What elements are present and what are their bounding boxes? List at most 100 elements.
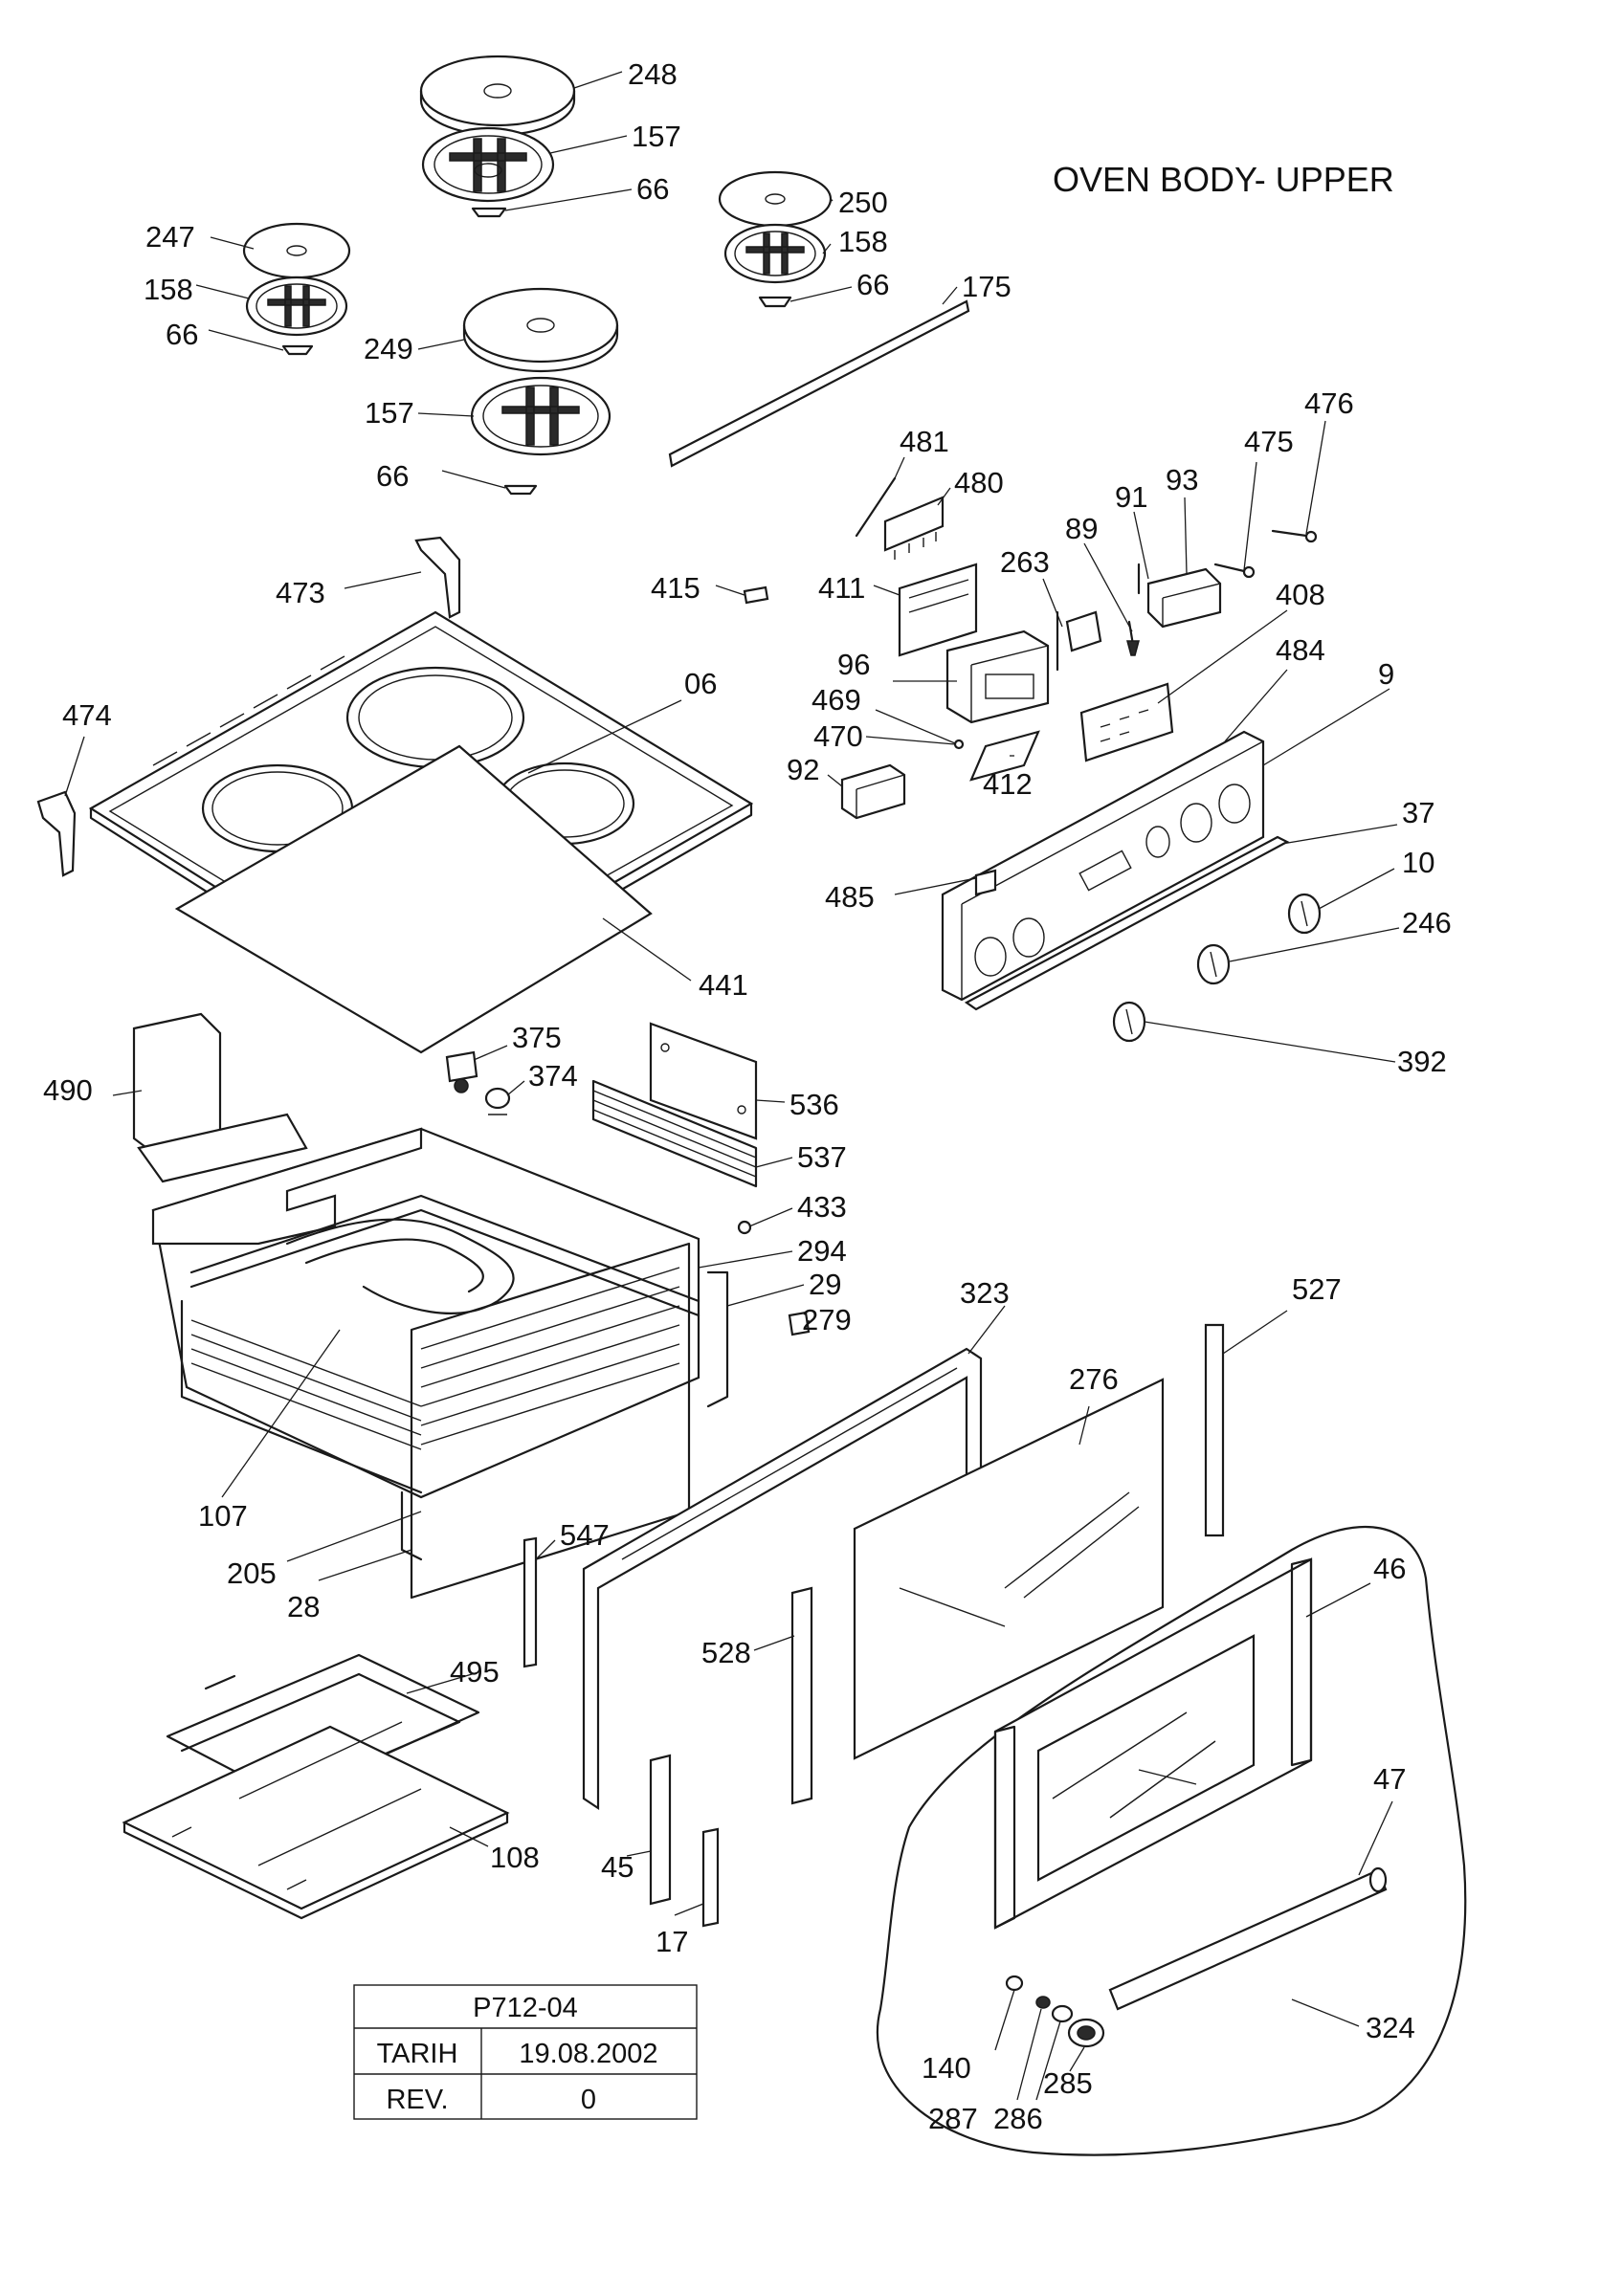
screw-476 — [1271, 529, 1318, 543]
door-assembly-outline — [876, 1525, 1467, 2156]
bracket-411 — [898, 563, 978, 657]
label-490: 490 — [43, 1073, 93, 1107]
label-469: 469 — [812, 683, 861, 717]
label-537: 537 — [797, 1140, 847, 1174]
label-323: 323 — [960, 1276, 1010, 1310]
label-485: 485 — [825, 880, 875, 914]
hotplate-250-group — [718, 170, 833, 308]
label-392: 392 — [1397, 1045, 1447, 1078]
label-495: 495 — [450, 1655, 500, 1689]
clip-279 — [788, 1311, 811, 1336]
rack-29 — [706, 1270, 729, 1408]
washer-287 — [1035, 1996, 1051, 2009]
label-93: 93 — [1166, 463, 1198, 497]
label-45: 45 — [601, 1850, 634, 1884]
label-408: 408 — [1276, 578, 1325, 611]
label-96: 96 — [837, 648, 870, 681]
bracket-547 — [522, 1536, 538, 1668]
trim-37 — [964, 835, 1290, 1011]
label-547: 547 — [560, 1518, 610, 1552]
bracket-527 — [1204, 1323, 1225, 1537]
label-66: 66 — [636, 172, 669, 206]
label-47: 47 — [1373, 1762, 1406, 1796]
label-480: 480 — [954, 466, 1004, 499]
label-246: 246 — [1402, 906, 1452, 939]
thermostat-263 — [1056, 610, 1102, 672]
clip-415 — [743, 585, 769, 605]
label-248: 248 — [628, 57, 678, 91]
label-527: 527 — [1292, 1272, 1342, 1306]
label-28: 28 — [287, 1590, 320, 1623]
label-29: 29 — [809, 1268, 841, 1301]
switch-block-93 — [1137, 563, 1222, 629]
hinge-17 — [701, 1827, 720, 1928]
label-324: 324 — [1366, 2011, 1415, 2044]
label-175: 175 — [962, 270, 1012, 303]
label-475: 475 — [1244, 425, 1294, 458]
label-06: 06 — [684, 667, 717, 700]
label-433: 433 — [797, 1190, 847, 1224]
label-140: 140 — [922, 2051, 971, 2085]
label-286: 286 — [993, 2102, 1043, 2135]
panel-536 — [649, 1022, 758, 1140]
label-66: 66 — [166, 318, 198, 351]
label-158: 158 — [838, 225, 888, 258]
bracket-474 — [36, 790, 77, 877]
label-375: 375 — [512, 1021, 562, 1054]
label-9: 9 — [1378, 657, 1394, 691]
label-484: 484 — [1276, 633, 1325, 667]
screw-470 — [953, 739, 965, 750]
fan-cover-490 — [132, 1012, 308, 1183]
switch-92 — [840, 763, 906, 820]
lens-412 — [969, 730, 1040, 782]
title-block-rev-label: REV. — [386, 2085, 448, 2115]
title-block-code: P712-04 — [473, 1993, 578, 2023]
label-249: 249 — [364, 332, 413, 365]
washer-286 — [1051, 2004, 1074, 2023]
label-481: 481 — [900, 425, 949, 458]
label-285: 285 — [1043, 2066, 1093, 2100]
label-107: 107 — [198, 1499, 248, 1533]
label-374: 374 — [528, 1059, 578, 1093]
lamp-375 — [445, 1050, 478, 1093]
screw-475 — [1213, 563, 1256, 579]
handle-47 — [1108, 1866, 1388, 2011]
title-block-rev-value: 0 — [581, 2085, 596, 2115]
label-250: 250 — [838, 186, 888, 219]
control-panel-9 — [941, 730, 1265, 1002]
wire-harness-481 — [855, 476, 897, 538]
bracket-485 — [974, 869, 997, 896]
label-158: 158 — [144, 273, 193, 306]
label-89: 89 — [1065, 512, 1098, 545]
hotplate-249-group — [462, 287, 619, 496]
title-block: P712-04 TARIH 19.08.2002 REV. 0 — [353, 1984, 698, 2120]
part-labels: 248 157 66 250 158 66 247 158 66 249 157… — [43, 57, 1452, 2135]
label-263: 263 — [1000, 545, 1050, 579]
label-411: 411 — [818, 571, 865, 605]
oven-cavity — [151, 1127, 700, 1600]
label-473: 473 — [276, 576, 325, 609]
seal-441 — [174, 744, 653, 1054]
diagram-title: OVEN BODY- UPPER — [1053, 160, 1394, 199]
bracket-473 — [414, 536, 461, 619]
label-157: 157 — [632, 120, 681, 153]
label-46: 46 — [1373, 1552, 1406, 1585]
bracket-528 — [790, 1586, 813, 1805]
label-276: 276 — [1069, 1362, 1119, 1396]
knob-10 — [1287, 893, 1322, 935]
label-476: 476 — [1304, 386, 1354, 420]
label-247: 247 — [145, 220, 195, 254]
label-66: 66 — [856, 268, 889, 301]
label-17: 17 — [656, 1925, 688, 1958]
label-91: 91 — [1115, 480, 1147, 514]
label-528: 528 — [701, 1636, 751, 1669]
label-108: 108 — [490, 1841, 540, 1874]
label-294: 294 — [797, 1234, 847, 1268]
label-474: 474 — [62, 698, 112, 732]
label-470: 470 — [813, 719, 863, 753]
label-66: 66 — [376, 459, 409, 493]
tray-108 — [122, 1721, 510, 1920]
hinge-45 — [649, 1754, 672, 1906]
label-287: 287 — [928, 2102, 978, 2135]
mounting-strip — [668, 299, 970, 468]
